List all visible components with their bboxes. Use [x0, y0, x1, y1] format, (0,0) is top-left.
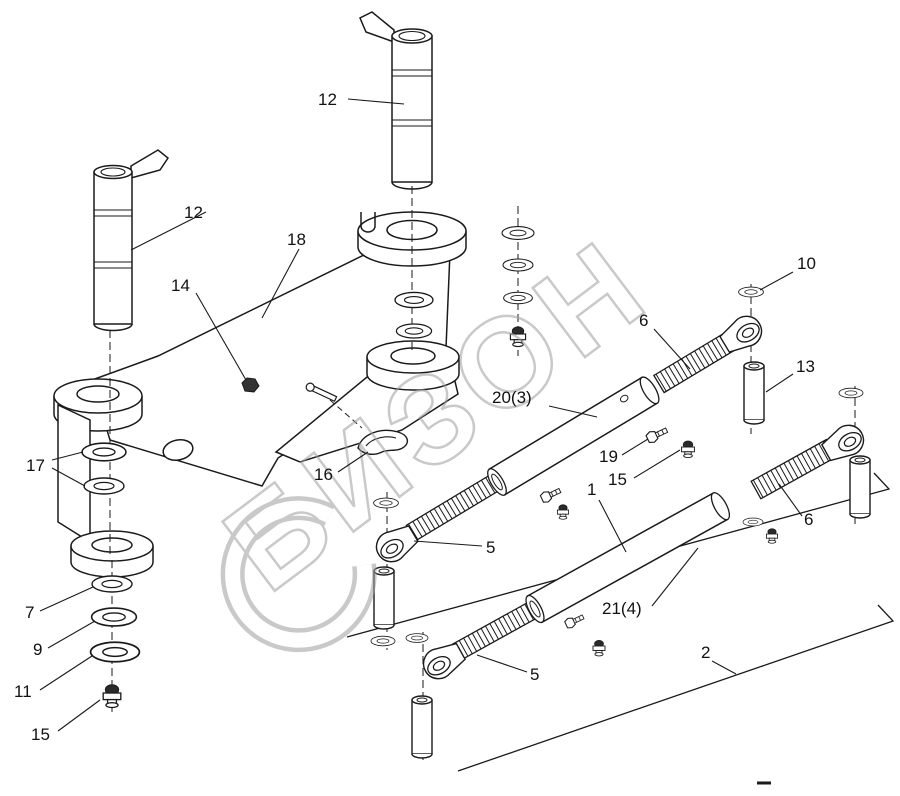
callout-16: 16	[314, 465, 333, 484]
bracket-foot-hole	[91, 537, 133, 553]
ring-9	[90, 607, 138, 627]
pin-12-top-handle	[359, 11, 395, 44]
thread-left-lower	[451, 600, 540, 661]
callout-6-upper: 6	[639, 311, 648, 330]
callout-17: 17	[26, 456, 45, 475]
small-bolt	[539, 485, 563, 505]
callout-15-mid: 15	[608, 470, 627, 489]
pin-right-lower	[849, 455, 871, 519]
small-fitting	[556, 504, 570, 520]
bracket-left-hole	[76, 385, 120, 403]
callout-10: 10	[797, 254, 816, 273]
stack-7-9-11-15	[89, 575, 141, 709]
washer-above-clevis	[405, 633, 429, 643]
boundary-line-1	[346, 472, 891, 638]
pin-under-clevis-lower	[411, 695, 433, 759]
bracket-face	[91, 251, 451, 487]
watermark-logo	[220, 496, 377, 653]
fitting-15-mid	[681, 440, 695, 459]
washer-under-pin	[370, 635, 396, 647]
clip-16	[357, 429, 409, 456]
callout-9: 9	[33, 640, 42, 659]
tie-rod-20	[370, 286, 768, 647]
callout-15-left: 15	[31, 725, 50, 744]
tie-rod-21	[405, 387, 871, 759]
callout-5-lower: 5	[530, 665, 539, 684]
bracket-lower-boss-hole	[390, 347, 436, 365]
bracket-18	[53, 211, 467, 578]
ring-10	[738, 286, 764, 298]
pin-12-left-handle	[130, 149, 170, 179]
callout-20: 20(3)	[492, 388, 532, 407]
small-fitting-lower	[592, 639, 606, 657]
callout-11: 11	[14, 682, 32, 701]
callout-18: 18	[287, 230, 306, 249]
fitting-body-end	[765, 528, 779, 544]
pin-12-left	[93, 149, 170, 332]
callout-14: 14	[171, 276, 190, 295]
washer-body-end	[742, 517, 764, 527]
pin-13	[743, 361, 765, 425]
callout-6-lower: 6	[804, 510, 813, 529]
ring-right-lower	[838, 387, 864, 399]
bracket-arm-hole	[162, 438, 194, 462]
callout-1: 1	[587, 480, 596, 499]
callout-12-top: 12	[318, 90, 337, 109]
bracket-hook-slot	[360, 212, 376, 233]
group-boundary-lines	[346, 472, 895, 772]
callout-21: 21(4)	[602, 599, 642, 618]
ring-7	[91, 575, 133, 593]
boundary-line-2	[457, 604, 895, 772]
callout-5-upper: 5	[486, 538, 495, 557]
pin-under-clevis	[373, 566, 395, 630]
grease-fitting-15	[102, 684, 122, 709]
callout-7: 7	[25, 603, 34, 622]
callout-labels: 12 12 18 14 17 16 7 9 11 15 5 20(3) 19 1…	[14, 90, 816, 744]
callout-13: 13	[796, 357, 815, 376]
nut-14	[241, 377, 260, 393]
ring-11	[89, 641, 141, 663]
callout-19: 19	[599, 447, 618, 466]
pin-12-top	[359, 11, 433, 190]
leader-lines	[39, 98, 803, 732]
bolt-19	[644, 424, 670, 445]
rod-body-21	[525, 492, 731, 624]
callout-2: 2	[701, 643, 710, 662]
cotter-pin	[305, 382, 363, 429]
small-bolt-lower	[563, 611, 586, 630]
callout-12-left: 12	[184, 203, 203, 222]
rod-body-20	[487, 376, 660, 496]
